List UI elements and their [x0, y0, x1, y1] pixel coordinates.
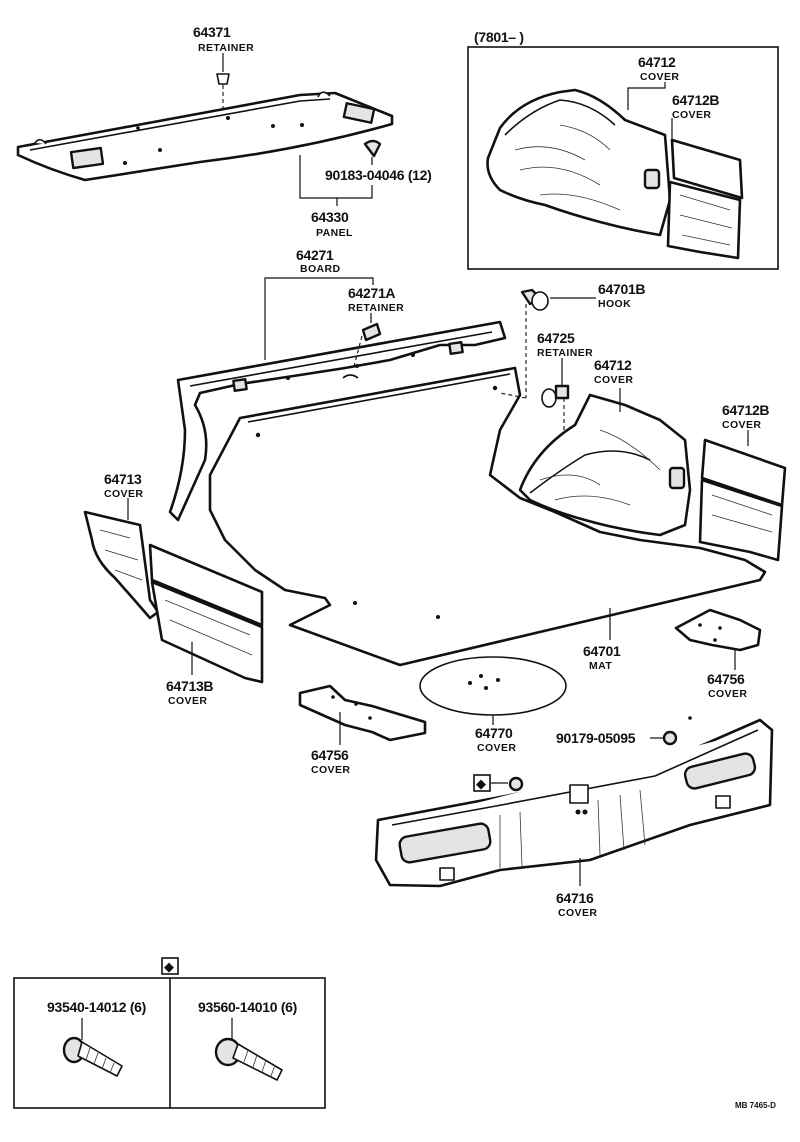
diamond-marker-64716: ◆ — [473, 774, 524, 792]
callout-64716-name: COVER — [558, 907, 597, 919]
callout-64271A-name: RETAINER — [348, 302, 404, 314]
legend-right-number: 93560-14010 (6) — [198, 999, 297, 1015]
callout-64271-number: 64271 — [296, 247, 334, 263]
inset-callout-64712B-name: COVER — [672, 109, 711, 121]
callout-64713B-number: 64713B — [166, 678, 213, 694]
callout-64756-left-name: COVER — [311, 764, 350, 776]
callout-64701B-name: HOOK — [598, 298, 631, 310]
inset-callout-64712-number: 64712 — [638, 54, 676, 70]
inset-panel — [467, 46, 779, 270]
callout-64756-right-name: COVER — [708, 688, 747, 700]
screw-90179-part — [662, 730, 678, 746]
bolt-93560-icon — [214, 1037, 283, 1081]
callout-64701B-number: 64701B — [598, 281, 645, 297]
callout-64713-number: 64713 — [104, 471, 142, 487]
callout-64770-number: 64770 — [475, 725, 513, 741]
retainer-64271A-part — [352, 322, 382, 371]
callout-64701-number: 64701 — [583, 643, 621, 659]
callout-64725-number: 64725 — [537, 330, 575, 346]
board-64271-part — [168, 320, 507, 522]
inset-callout-64712B-number: 64712B — [672, 92, 719, 108]
callout-64713-name: COVER — [104, 488, 143, 500]
legend-left-number: 93540-14012 (6) — [47, 999, 146, 1015]
clip-90183-part — [363, 139, 382, 158]
inset-callout-64712-name: COVER — [640, 71, 679, 83]
callout-64271-name: BOARD — [300, 263, 341, 275]
callout-64756-right-number: 64756 — [707, 671, 745, 687]
callout-64712B-name: COVER — [722, 419, 761, 431]
retainer-64371-part — [216, 73, 230, 112]
callout-64756-left-number: 64756 — [311, 747, 349, 763]
inset-header: (7801– ) — [474, 29, 524, 45]
cover-64713-part — [83, 510, 160, 620]
callout-64712B-number: 64712B — [722, 402, 769, 418]
callout-64712-name: COVER — [594, 374, 633, 386]
callout-64716-number: 64716 — [556, 890, 594, 906]
callout-90183-number: 90183-04046 (12) — [325, 167, 432, 183]
cover-64712-part — [518, 393, 692, 537]
cover-64716-part — [374, 718, 774, 888]
cover-64770-part — [419, 656, 567, 716]
callout-64712-number: 64712 — [594, 357, 632, 373]
callout-64371-name: RETAINER — [198, 42, 254, 54]
cover-64756-left-part — [298, 684, 427, 742]
callout-64770-name: COVER — [477, 742, 516, 754]
package-tray-panel — [16, 91, 394, 182]
bolt-93540-icon — [62, 1036, 123, 1077]
diamond-icon: ◆ — [476, 776, 486, 791]
callout-64371-number: 64371 — [193, 24, 231, 40]
callout-64725-name: RETAINER — [537, 347, 593, 359]
mat-64701-part — [208, 366, 767, 720]
callout-90179-number: 90179-05095 — [556, 730, 636, 746]
hook-64701B-part — [499, 288, 549, 399]
callout-64271A-number: 64271A — [348, 285, 395, 301]
callout-64701-name: MAT — [589, 660, 612, 672]
footer-code: MB 7465-D — [735, 1101, 776, 1110]
cover-64713B-part — [148, 543, 264, 684]
fastener-legend: ◆ — [13, 957, 326, 1109]
legend-diamond-icon: ◆ — [164, 959, 174, 974]
callout-64713B-name: COVER — [168, 695, 207, 707]
callout-64330-name: PANEL — [316, 227, 353, 239]
cover-64756-right-part — [674, 608, 762, 652]
cover-64712B-part — [698, 438, 787, 562]
callout-64330-number: 64330 — [311, 209, 349, 225]
